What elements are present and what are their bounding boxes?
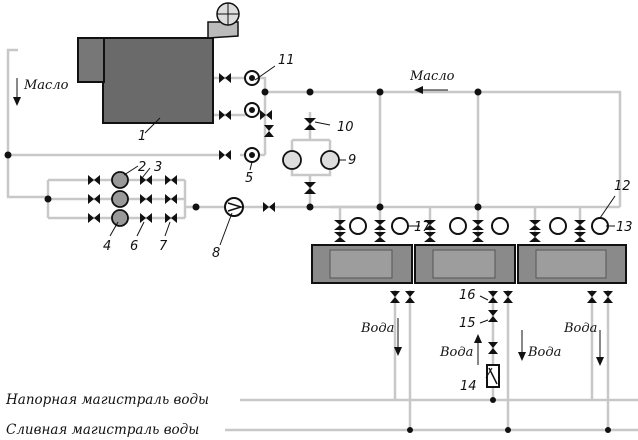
junction-dots [4, 88, 611, 433]
valve-icon [390, 291, 400, 303]
callout-15: 15 [459, 316, 476, 331]
callout-11: 11 [278, 53, 295, 68]
valve-icon [219, 150, 231, 160]
valve-icon [334, 220, 346, 230]
pumps-and-gauges [111, 70, 609, 235]
water-pipes [225, 290, 638, 432]
valve-icon [304, 182, 316, 194]
callout-4: 4 [103, 239, 111, 254]
water-label-1: Вода [360, 321, 394, 336]
valve-icon [334, 232, 346, 242]
valve-icon [264, 125, 274, 137]
callout-17: 17 [414, 220, 431, 235]
valve-icon [88, 175, 100, 185]
callout-3: 3 [154, 160, 162, 175]
leader-lines [109, 65, 616, 379]
water-label-4: Вода [563, 321, 597, 336]
valve-icon [472, 232, 484, 242]
callout-8: 8 [212, 246, 220, 261]
valve-icon [140, 213, 152, 223]
valve-icon [374, 232, 386, 242]
valves [88, 73, 613, 354]
flow-arrows [13, 78, 604, 366]
valve-icon [140, 175, 152, 185]
valve-icon [140, 194, 152, 204]
callout-12: 12 [614, 179, 631, 194]
callout-16: 16 [459, 288, 476, 303]
oil-tank [77, 2, 240, 124]
pressure-main-label: Напорная магистраль воды [5, 392, 209, 408]
drain-main-label: Сливная магистраль воды [6, 422, 199, 438]
valve-icon [603, 291, 613, 303]
callout-6: 6 [130, 239, 138, 254]
valve-icon [219, 110, 231, 120]
valve-icon [260, 110, 272, 120]
valve-icon [88, 194, 100, 204]
callout-10: 10 [337, 120, 354, 135]
valve-icon [263, 202, 275, 212]
valve-icon [529, 220, 541, 230]
valve-icon [488, 310, 498, 322]
callout-13: 13 [616, 220, 633, 235]
callout-9: 9 [348, 153, 356, 168]
callout-1: 1 [138, 129, 146, 144]
oil-flow-label: Масло [23, 78, 69, 93]
callout-14: 14 [460, 379, 477, 394]
valve-icon [587, 291, 597, 303]
valve-icon [374, 220, 386, 230]
water-label-3: Вода [527, 345, 561, 360]
valve-icon [165, 213, 177, 223]
valve-icon [165, 175, 177, 185]
callout-2: 2 [138, 160, 146, 175]
valve-icon [574, 232, 586, 242]
valve-icon [488, 342, 498, 354]
valve-icon [574, 220, 586, 230]
valve-icon [503, 291, 513, 303]
callout-5: 5 [245, 171, 253, 186]
heat-exchangers [311, 244, 627, 284]
callout-7: 7 [159, 239, 168, 254]
valve-icon [165, 194, 177, 204]
valve-icon [529, 232, 541, 242]
valve-icon [488, 291, 498, 303]
valve-icon [219, 73, 231, 83]
valve-icon [304, 118, 316, 130]
valve-icon [88, 213, 100, 223]
valve-icon [472, 220, 484, 230]
valve-icon [424, 220, 436, 230]
oil-return-label: Масло [409, 69, 455, 84]
valve-icon [405, 291, 415, 303]
water-label-2: Вода [439, 345, 473, 360]
valve-icon [424, 232, 436, 242]
